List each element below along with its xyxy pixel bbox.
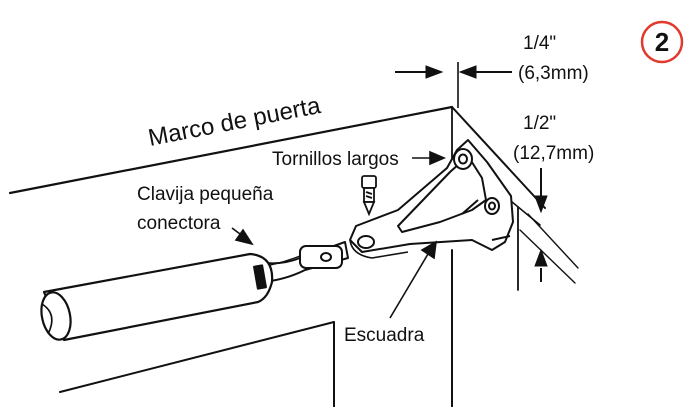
offset-fraction-label: 1/4" [523,33,556,54]
bracket-label: Escuadra [344,325,425,346]
step-number: 2 [655,27,669,57]
long-screws-label: Tornillos largos [272,149,399,170]
step-badge: 2 [640,20,684,64]
frame-label: Marco de puerta [146,92,323,152]
closer-body [40,252,274,342]
dimension-line-a [527,213,579,269]
leaders [231,150,447,319]
small-pin-label-line1: Clavija pequeña [137,184,274,205]
door-top-edge [59,321,335,393]
small-pin-label-line2: conectora [137,213,221,234]
step-ring [640,20,684,64]
dimension-line-b [519,229,576,284]
offset-dimension [395,62,512,108]
offset-metric-label: (6,3mm) [518,63,589,84]
frame-corner-edge [451,106,546,209]
depth-dimension [534,168,548,282]
depth-fraction-label: 1/2" [523,113,556,134]
frame-top-edge [8,105,454,195]
long-screw [361,175,377,217]
depth-metric-label: (12,7mm) [513,143,594,164]
closer-arm [257,241,349,283]
bracket [349,139,514,259]
